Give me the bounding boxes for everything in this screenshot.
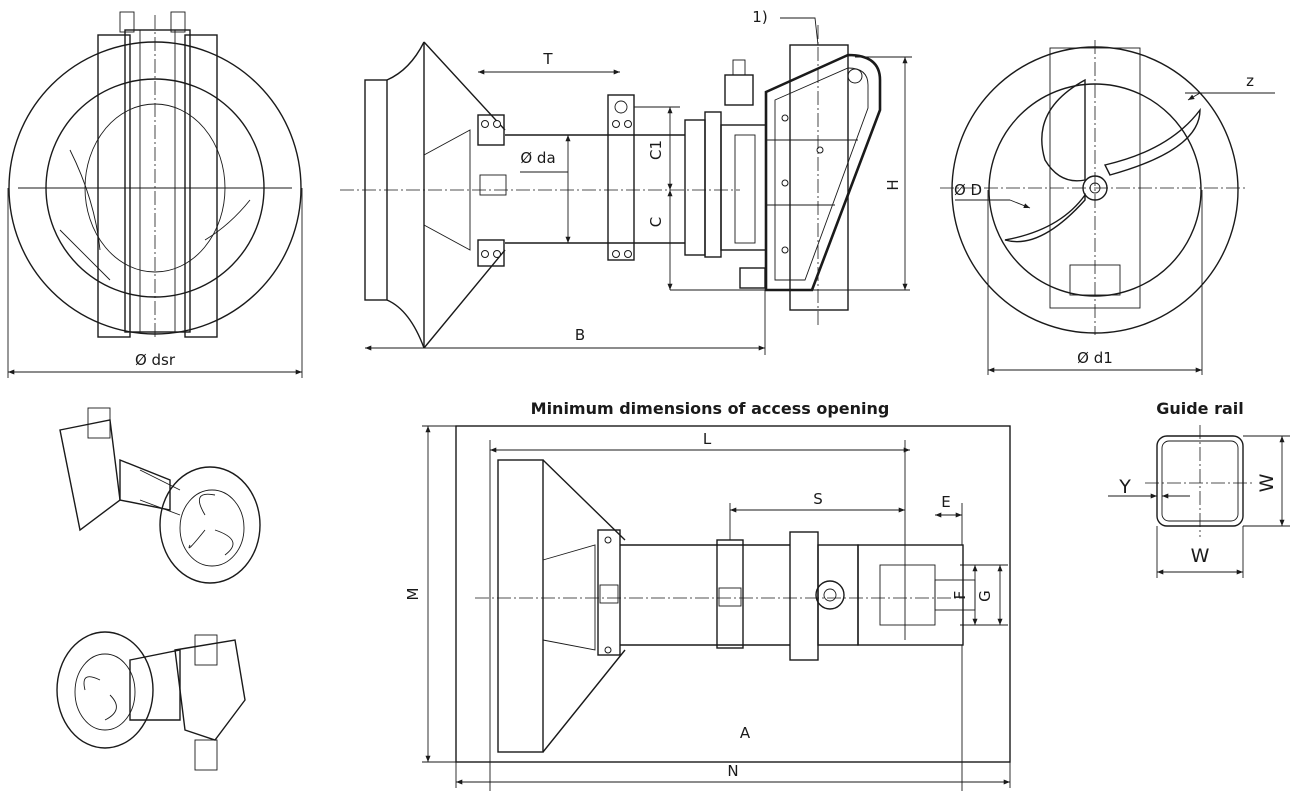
guide-rail-view [1108,425,1290,578]
F-dimension-label: F [951,591,969,600]
T-dimension-label: T [542,50,553,68]
Y-dimension-label: Y [1118,476,1131,498]
W-side-dimension-label: W [1256,473,1278,492]
G-dimension-label: G [976,590,994,602]
z-dimension-label: z [1246,72,1254,90]
da-dimension-label: Ø da [520,149,555,167]
d1-dimension-label: Ø d1 [1077,349,1113,367]
B-dimension-label: B [575,326,585,344]
isometric-view-top [59,407,261,584]
A-dimension-label: A [740,724,751,742]
front-view [7,11,303,378]
N-dimension-label: N [727,762,738,780]
isometric-view-bottom [56,631,246,771]
H-dimension-label: H [884,179,902,190]
access-opening-heading: Minimum dimensions of access opening [531,399,890,418]
W-bottom-dimension-label: W [1191,545,1210,567]
side-view [340,17,912,355]
access-opening-view [422,425,1011,791]
rear-view [940,40,1275,375]
M-dimension-label: M [404,588,422,601]
dsr-dimension-label: Ø dsr [135,351,176,369]
C-dimension-label: C [647,217,665,227]
C1-dimension-label: C1 [647,140,665,160]
note-1-label: 1) [752,8,767,26]
L-dimension-label: L [703,430,712,448]
guide-rail-heading: Guide rail [1156,399,1244,418]
D-dimension-label: Ø D [954,181,982,199]
S-dimension-label: S [813,490,823,508]
E-dimension-label: E [941,493,950,511]
